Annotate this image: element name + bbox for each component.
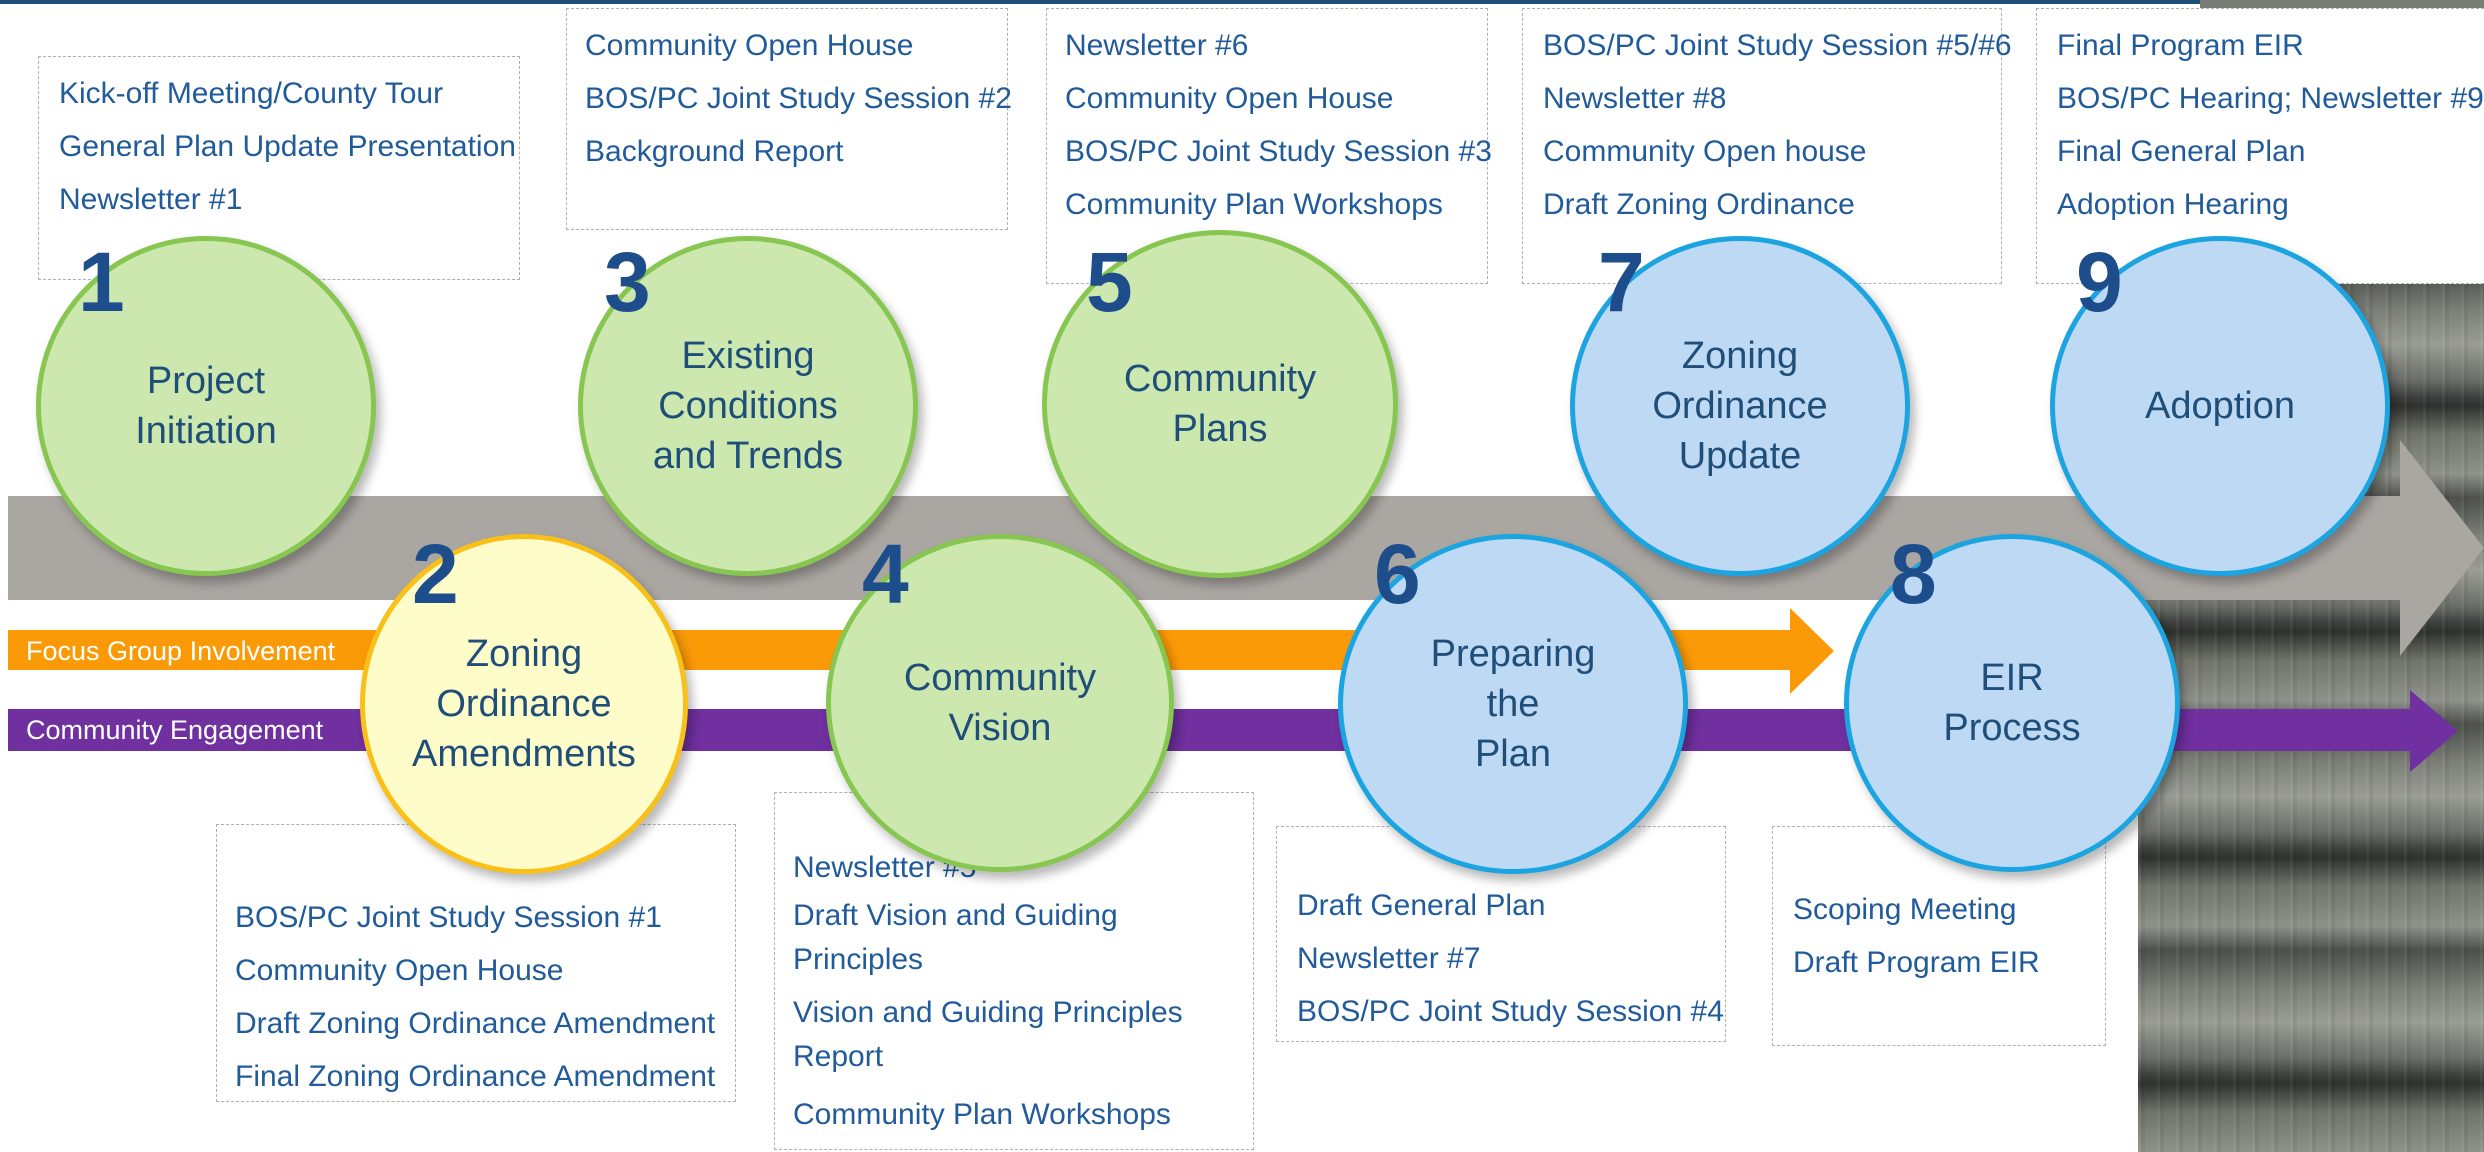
step-8-circle: EIR Process [1844,534,2180,872]
step-4-circle: Community Vision [826,534,1174,872]
step-number: 8 [1890,527,1937,621]
activity-item: BOS/PC Hearing; Newsletter #9 [2057,82,2484,115]
step-3-circle: Existing Conditions and Trends [578,236,918,576]
step-2-circle: Zoning Ordinance Amendments [360,534,688,874]
wood-texture-strip [2200,0,2484,8]
activity-item: Community Plan Workshops [1065,188,1443,221]
step-title: Zoning Ordinance Amendments [412,633,636,775]
activity-item: General Plan Update Presentation [59,130,516,163]
activity-item: Newsletter #7 [1297,942,1481,975]
activity-item: Final General Plan [2057,135,2306,168]
step-title: EIR Process [1943,657,2081,749]
activity-item: Community Open House [1065,82,1394,115]
activity-item: BOS/PC Joint Study Session #1 [235,901,662,934]
step-9-activities-box: Final Program EIR BOS/PC Hearing; Newsle… [2036,8,2484,284]
step-number: 3 [604,235,651,329]
activity-item: Draft General Plan [1297,889,1546,922]
activity-item: Vision and Guiding Principles Report [793,996,1183,1073]
activity-item: Final Program EIR [2057,29,2304,62]
activity-item: BOS/PC Joint Study Session #3 [1065,135,1492,168]
activity-item: Community Open House [585,29,914,62]
step-number: 1 [78,235,125,329]
activity-item: Newsletter #6 [1065,29,1249,62]
step-7-circle: Zoning Ordinance Update [1570,236,1910,576]
step-title: Zoning Ordinance Update [1652,335,1828,477]
activity-item: Draft Zoning Ordinance Amendment [235,1007,716,1040]
step-title: Community Plans [1123,358,1317,450]
community-engagement-label: Community Engagement [26,715,324,745]
activity-item: Community Open House [235,954,564,987]
step-number: 4 [862,527,909,621]
step-number: 5 [1086,235,1133,329]
step-2-activities-box: BOS/PC Joint Study Session #1 Community … [216,824,736,1102]
activity-item: BOS/PC Joint Study Session #5/#6 [1543,29,2012,62]
step-9-circle: Adoption [2050,236,2390,576]
step-title: Community Vision [903,657,1097,749]
step-3-activities-box: Community Open House BOS/PC Joint Study … [566,8,1012,230]
step-title: Project Initiation [135,360,277,452]
activity-item: Background Report [585,135,844,168]
step-number: 7 [1598,235,1645,329]
activity-item: Draft Vision and Guiding Principles [793,899,1118,976]
step-title: Adoption [2144,385,2295,427]
step-5-circle: Community Plans [1042,230,1398,578]
focus-group-arrow-head [1790,608,1834,694]
activity-item: Community Open house [1543,135,1867,168]
step-title: Preparing the Plan [1430,633,1596,775]
step-number: 2 [412,527,459,621]
activity-item: Newsletter #1 [59,183,243,216]
activity-item: Draft Zoning Ordinance [1543,188,1855,221]
focus-group-label: Focus Group Involvement [26,636,336,666]
step-1-circle: Project Initiation [36,236,376,576]
step-6-circle: Preparing the Plan [1338,534,1688,874]
step-number: 6 [1374,527,1421,621]
activity-item: Adoption Hearing [2057,188,2289,221]
step-1-activities-box: Kick-off Meeting/County Tour General Pla… [38,56,520,280]
activity-item: Newsletter #8 [1543,82,1727,115]
activity-item: BOS/PC Joint Study Session #4 [1297,995,1724,1028]
activity-item: BOS/PC Joint Study Session #2 [585,82,1012,115]
activity-item: Final Zoning Ordinance Amendment [235,1060,716,1093]
top-border-line [0,0,2484,4]
step-title: Existing Conditions and Trends [652,335,844,477]
activity-item: Scoping Meeting [1793,893,2017,926]
activity-item: Draft Program EIR [1793,946,2040,979]
activity-item: Community Plan Workshops [793,1098,1171,1131]
step-number: 9 [2076,235,2123,329]
activity-item: Kick-off Meeting/County Tour [59,77,444,110]
